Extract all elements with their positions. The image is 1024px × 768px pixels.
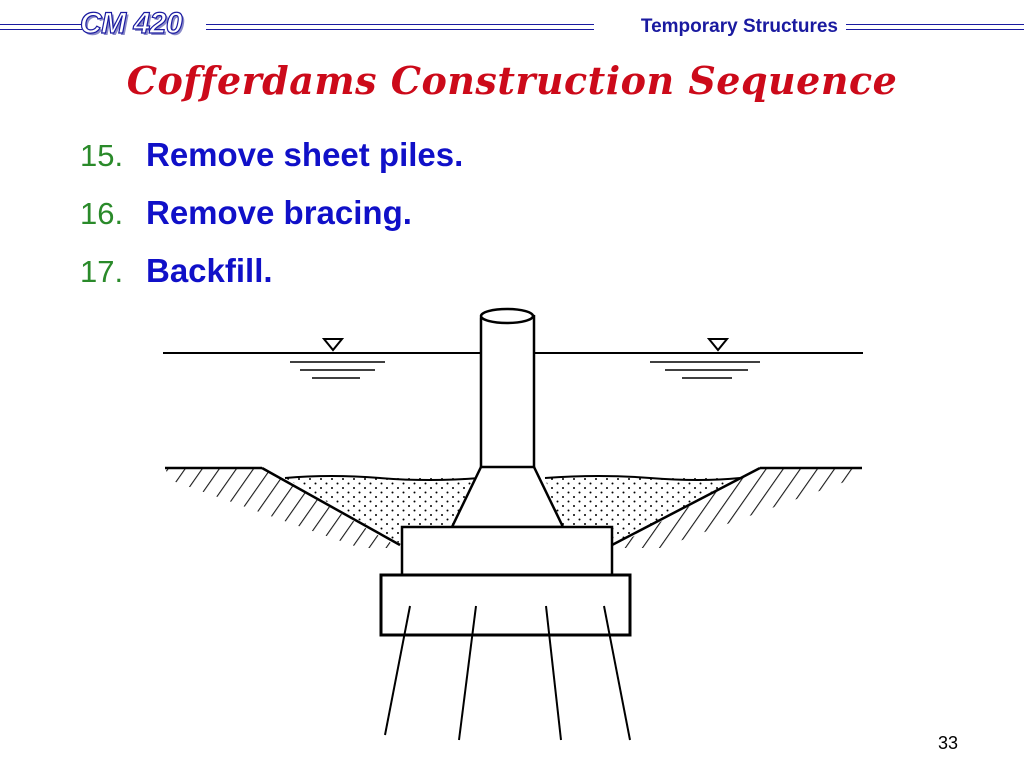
water-level-triangle-icon <box>290 338 385 379</box>
pier-flare <box>450 465 565 529</box>
header-rule-left-thin <box>0 29 82 30</box>
step-item: 16. Remove bracing. <box>80 190 463 248</box>
footing-lower <box>379 573 632 637</box>
header-rule-right <box>846 24 1024 25</box>
native-soil-right <box>611 466 862 548</box>
step-text: Remove bracing. <box>146 194 412 231</box>
cofferdam-backfill-diagram <box>163 307 863 741</box>
header-rule-left <box>0 24 82 25</box>
slide-title: Cofferdams Construction Sequence <box>126 58 898 103</box>
step-number: 15. <box>80 138 124 173</box>
pier-column <box>479 307 536 467</box>
water-level-triangle-icon <box>650 338 760 379</box>
step-number: 17. <box>80 254 124 289</box>
header-rule-middle-thin <box>206 29 594 30</box>
step-list: 15. Remove sheet piles. 16. Remove bracing… <box>80 132 463 306</box>
step-number: 16. <box>80 196 124 231</box>
step-item: 17. Backfill. <box>80 248 463 306</box>
course-title: Temporary Structures <box>640 16 838 37</box>
native-soil-left <box>165 466 401 548</box>
footing-upper <box>400 525 614 577</box>
foundation-piles <box>384 605 631 741</box>
header-rule-right-thin <box>846 29 1024 30</box>
step-text: Backfill. <box>146 252 273 289</box>
page-number: 33 <box>938 733 959 753</box>
header-rule-middle <box>206 24 594 25</box>
slide-header: CM 420 Temporary Structures <box>0 0 1024 56</box>
step-text: Remove sheet piles. <box>146 136 464 173</box>
backfill-material <box>284 475 741 545</box>
course-code: CM 420 <box>79 6 183 40</box>
step-item: 15. Remove sheet piles. <box>80 132 463 190</box>
